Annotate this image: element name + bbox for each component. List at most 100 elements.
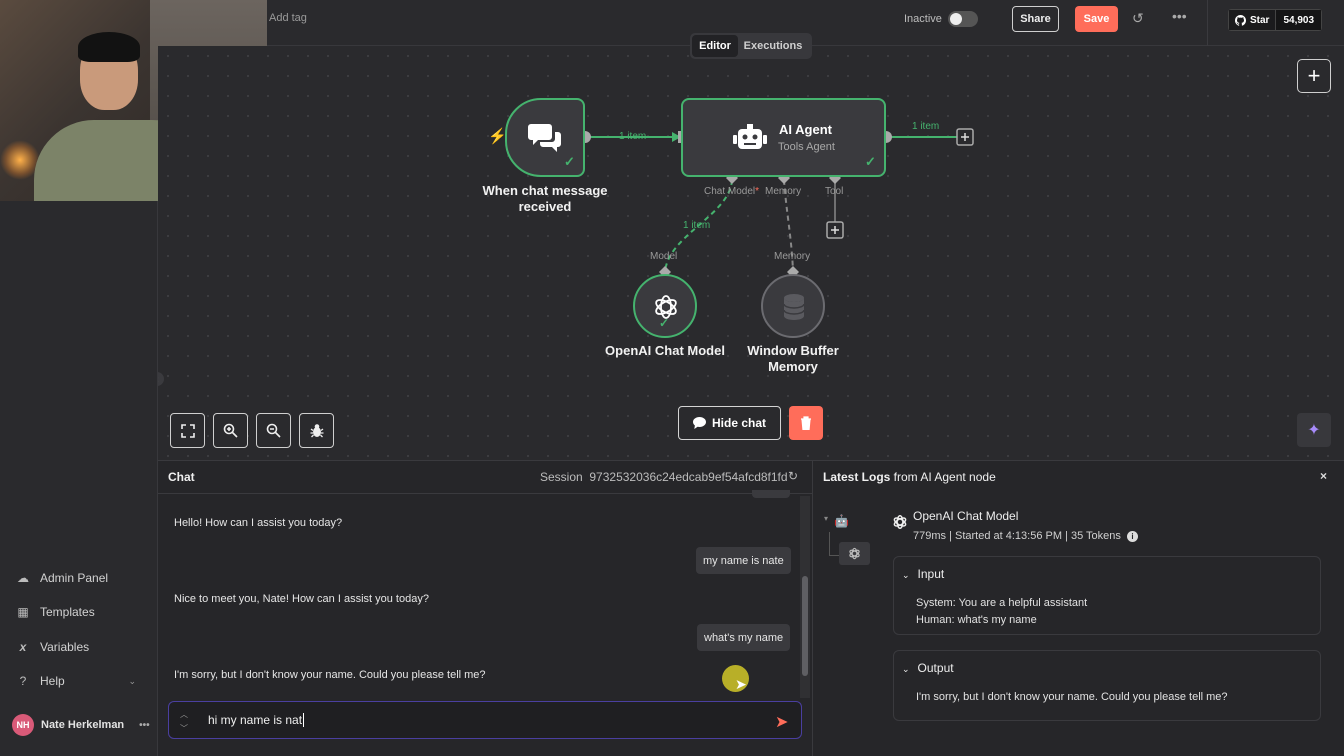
zoom-out-icon bbox=[266, 423, 281, 438]
trigger-node-label: When chat message received bbox=[474, 183, 616, 215]
github-star-button[interactable]: Star bbox=[1228, 9, 1277, 31]
zoom-out-button[interactable] bbox=[256, 413, 291, 448]
log-tree-openai-item[interactable] bbox=[839, 542, 870, 565]
database-icon bbox=[783, 294, 805, 320]
active-toggle[interactable] bbox=[948, 11, 978, 27]
sidebar-item-label: Help bbox=[40, 674, 65, 688]
openai-icon bbox=[893, 515, 907, 529]
tree-collapse-icon[interactable]: ▾ bbox=[824, 514, 829, 523]
chat-input-value[interactable]: hi my name is nat bbox=[208, 713, 305, 727]
memory-label-line2: Memory bbox=[768, 359, 818, 374]
trigger-label-line2: received bbox=[518, 199, 572, 214]
previous-message-bubble bbox=[752, 490, 790, 498]
chat-model-port-text: Chat Model bbox=[704, 186, 756, 197]
chat-input-field[interactable] bbox=[168, 701, 802, 739]
sidebar-item-label: Templates bbox=[40, 605, 95, 619]
log-output-header[interactable]: ⌄Output bbox=[902, 661, 954, 675]
tool-port-label: Tool bbox=[825, 186, 844, 197]
session-label: Session bbox=[540, 470, 583, 484]
logs-title: Latest Logs from AI Agent node bbox=[823, 470, 996, 484]
sidebar-item-variables[interactable]: x Variables bbox=[16, 637, 89, 657]
required-marker: * bbox=[755, 186, 760, 197]
close-icon[interactable]: × bbox=[1320, 469, 1328, 483]
sidebar bbox=[0, 201, 158, 756]
sidebar-item-admin-panel[interactable]: ☁ Admin Panel bbox=[16, 568, 108, 588]
connection-item-count: 1 item bbox=[619, 131, 647, 142]
avatar: NH bbox=[12, 714, 34, 736]
sidebar-item-label: Admin Panel bbox=[40, 571, 109, 585]
connection-model bbox=[664, 179, 733, 273]
chat-header bbox=[158, 460, 813, 494]
tree-connector bbox=[829, 532, 841, 556]
chevron-down-icon: ⌄ bbox=[128, 675, 136, 686]
webcam-lamp bbox=[0, 140, 40, 180]
connection-memory bbox=[783, 179, 794, 273]
memory-node-label: Window Buffer Memory bbox=[733, 343, 853, 375]
github-star-label: Star bbox=[1250, 14, 1270, 26]
success-check-icon: ✓ bbox=[564, 154, 575, 169]
chat-bubbles-icon bbox=[528, 124, 561, 152]
chat-message-bot: Nice to meet you, Nate! How can I assist… bbox=[174, 593, 429, 605]
logs-title-rest: from AI Agent node bbox=[890, 470, 996, 484]
zoom-in-icon bbox=[223, 423, 238, 438]
share-button[interactable]: Share bbox=[1012, 6, 1059, 32]
add-tag-link[interactable]: Add tag bbox=[269, 12, 307, 24]
webcam-person-hair bbox=[78, 32, 140, 62]
text-caret bbox=[303, 713, 305, 727]
github-star-count: 54,903 bbox=[1276, 9, 1323, 31]
node-ai-agent[interactable]: ✓ bbox=[681, 98, 886, 177]
help-icon: ? bbox=[19, 674, 27, 688]
hide-chat-button[interactable]: Hide chat bbox=[678, 406, 781, 440]
history-arrows[interactable]: ︿ ﹀ bbox=[180, 708, 188, 736]
user-options-icon[interactable]: ••• bbox=[139, 719, 150, 731]
github-star-widget[interactable]: Star 54,903 bbox=[1228, 9, 1323, 31]
arrow-down-icon[interactable]: ﹀ bbox=[180, 724, 188, 733]
memory-port-label: Memory bbox=[765, 186, 802, 197]
info-icon[interactable]: i bbox=[1126, 531, 1138, 542]
sparkle-icon: ✦ bbox=[1307, 422, 1321, 439]
add-node-button[interactable]: + bbox=[1297, 59, 1331, 93]
log-output-body: I'm sorry, but I don't know your name. C… bbox=[916, 691, 1228, 703]
agent-robot-icon[interactable]: 🤖 bbox=[834, 514, 849, 528]
mouse-pointer-icon: ➤ bbox=[735, 676, 747, 692]
clear-chat-button[interactable] bbox=[789, 406, 823, 440]
tab-editor[interactable]: Editor bbox=[692, 35, 738, 57]
chat-scrollbar[interactable] bbox=[800, 496, 810, 698]
refresh-session-icon[interactable]: ↻ bbox=[788, 469, 799, 483]
sidebar-item-templates[interactable]: ▦ Templates bbox=[16, 602, 95, 622]
arrow-up-icon[interactable]: ︿ bbox=[180, 710, 188, 719]
sidebar-item-label: Variables bbox=[40, 640, 90, 654]
templates-icon: ▦ bbox=[17, 605, 29, 619]
node-openai-chat-model[interactable]: ✓ bbox=[633, 274, 697, 338]
log-input-header-text: Input bbox=[917, 567, 945, 581]
openai-icon bbox=[849, 547, 860, 560]
session-id: 9732532036c24edcab9ef54afcd8f1fd bbox=[589, 470, 788, 484]
sidebar-item-help[interactable]: ? Help ⌄ bbox=[16, 671, 136, 691]
chat-title: Chat bbox=[168, 470, 195, 484]
log-meta-text: 779ms | Started at 4:13:56 PM | 35 Token… bbox=[913, 530, 1121, 542]
node-window-buffer-memory[interactable] bbox=[761, 274, 825, 338]
scrollbar-thumb[interactable] bbox=[802, 576, 808, 676]
bug-icon bbox=[310, 424, 323, 438]
save-button[interactable]: Save bbox=[1075, 6, 1118, 32]
model-input-label: Model bbox=[650, 251, 678, 262]
user-menu[interactable]: NH Nate Herkelman ••• bbox=[12, 714, 150, 736]
zoom-in-button[interactable] bbox=[213, 413, 248, 448]
tab-executions[interactable]: Executions bbox=[743, 40, 803, 52]
log-output-section: ⌄Output I'm sorry, but I don't know your… bbox=[893, 650, 1321, 721]
more-options-icon[interactable]: ••• bbox=[1172, 8, 1187, 24]
debug-button[interactable] bbox=[299, 413, 334, 448]
log-input-header[interactable]: ⌄Input bbox=[902, 567, 944, 581]
history-icon[interactable]: ↺ bbox=[1132, 10, 1144, 26]
ask-ai-button[interactable]: ✦ bbox=[1297, 413, 1331, 447]
cloud-icon: ☁ bbox=[17, 571, 29, 585]
fit-view-icon bbox=[180, 423, 195, 438]
connection-arrow bbox=[672, 132, 681, 142]
chat-model-port-label: Chat Model* bbox=[704, 186, 759, 197]
node-chat-trigger[interactable]: ✓ bbox=[505, 98, 585, 177]
send-icon[interactable]: ➤ bbox=[775, 714, 789, 731]
trigger-label-line1: When chat message bbox=[482, 183, 608, 198]
log-input-body: System: You are a helpful assistant Huma… bbox=[916, 595, 1087, 629]
chevron-down-icon: ⌄ bbox=[902, 664, 910, 674]
fit-view-button[interactable] bbox=[170, 413, 205, 448]
